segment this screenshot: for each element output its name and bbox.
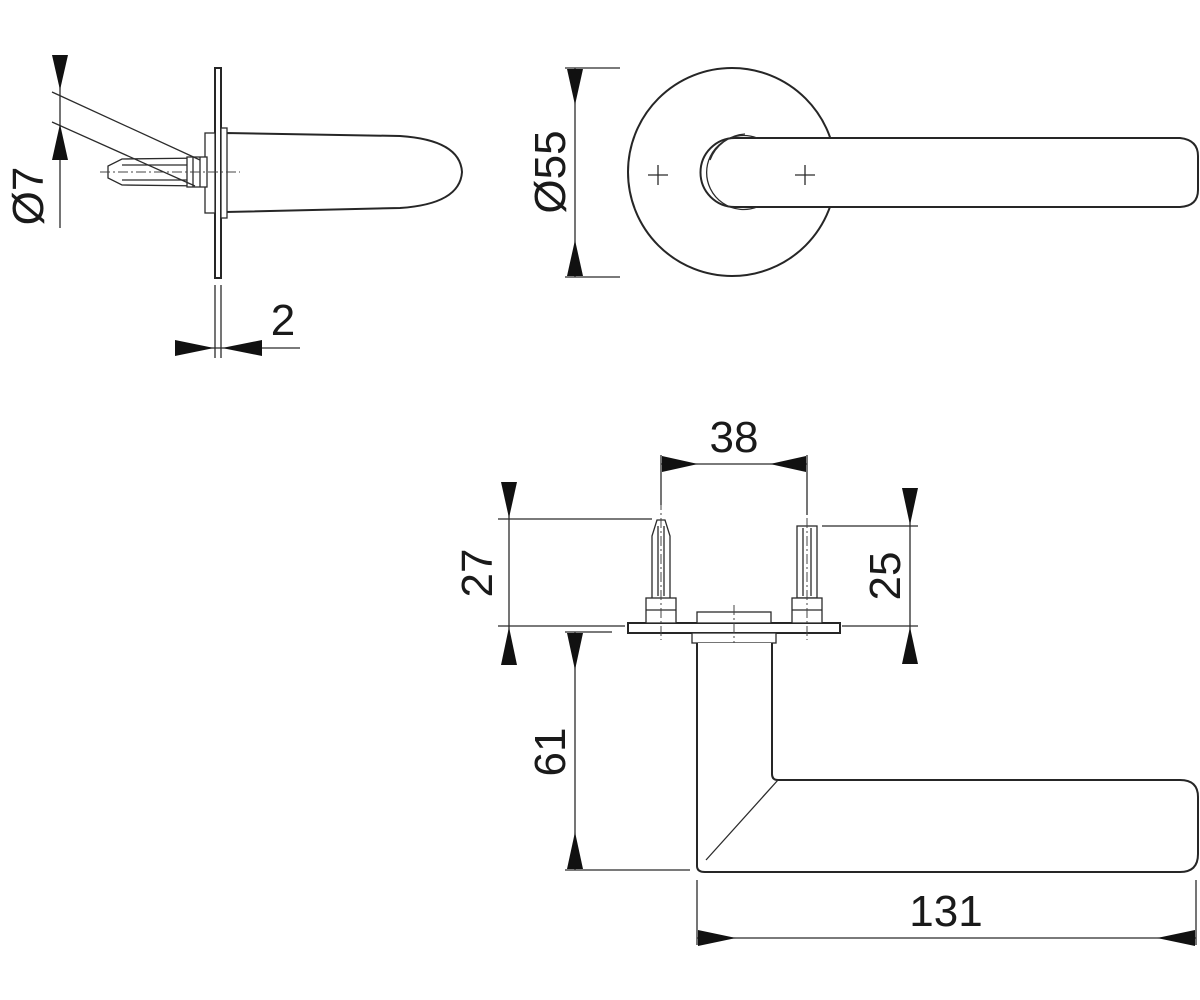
screw-mark-left (648, 165, 668, 185)
handle-profile-side (225, 131, 464, 214)
dim-rose-thickness: 2 (271, 296, 295, 345)
front-view: Ø55 (526, 67, 1199, 278)
dim-lever-length: 131 (909, 887, 982, 936)
rose-plate-side (214, 67, 222, 279)
dim-screw-spacing: 38 (710, 413, 759, 462)
dim-left-pin-height: 27 (453, 549, 502, 598)
side-view: Ø7 2 (4, 55, 464, 358)
dim-right-pin-height: 25 (861, 552, 910, 601)
dim-lever-drop: 61 (526, 728, 575, 777)
dim-rose-diameter: Ø55 (526, 130, 575, 213)
screw-mark-right (795, 165, 815, 185)
lever-front (699, 137, 1199, 208)
screw-pin-left (645, 519, 677, 624)
lever-top (696, 643, 1199, 873)
top-view: 38 27 25 61 131 (453, 413, 1199, 946)
dim-shaft-diameter: Ø7 (4, 167, 53, 226)
